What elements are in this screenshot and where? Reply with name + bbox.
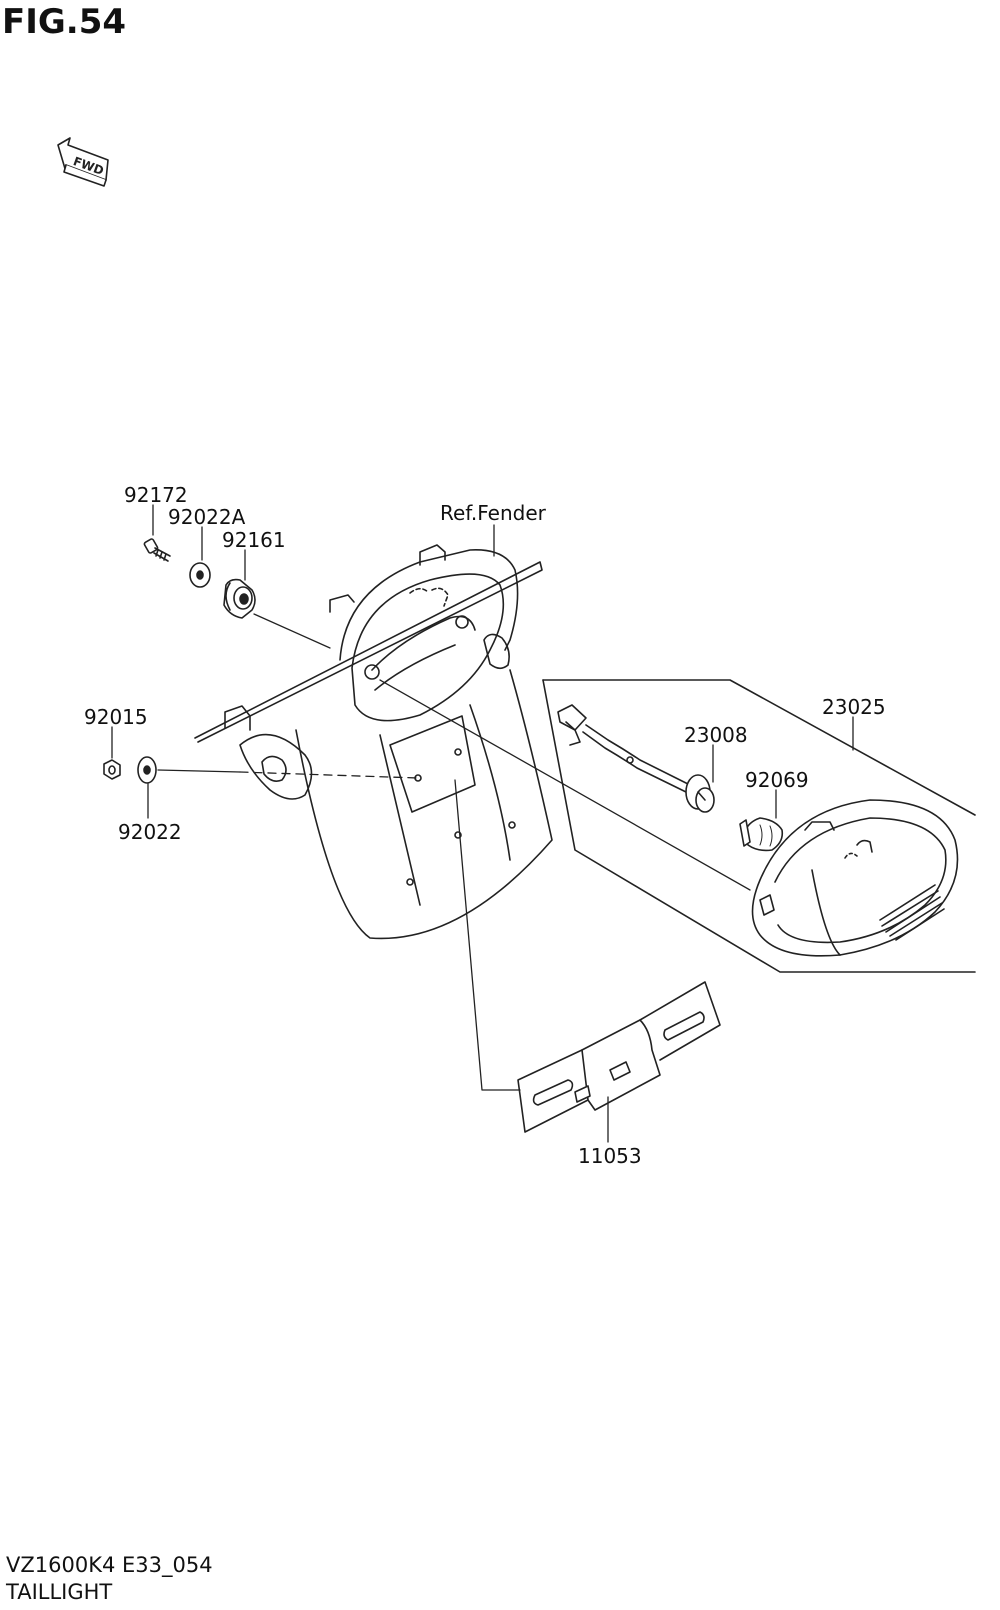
fwd-arrow-icon: FWD xyxy=(57,137,109,187)
part-92022-washer xyxy=(137,756,157,784)
part-92022a-washer xyxy=(189,562,211,588)
part-92015-nut xyxy=(103,759,121,780)
callout-92022: 92022 xyxy=(118,820,182,844)
callout-92172: 92172 xyxy=(124,483,188,507)
part-92161-grommet xyxy=(223,578,256,619)
part-92172-bolt xyxy=(143,538,171,562)
callout-92022a: 92022A xyxy=(168,505,246,529)
section-name: TAILLIGHT xyxy=(6,1580,113,1604)
figure-title: FIG.54 xyxy=(2,2,127,42)
leader-lines xyxy=(111,504,854,1143)
callout-92015: 92015 xyxy=(84,705,148,729)
part-11053-license-bracket xyxy=(517,981,721,1133)
callout-23025: 23025 xyxy=(822,695,886,719)
callout-92069: 92069 xyxy=(745,768,809,792)
callout-11053: 11053 xyxy=(578,1144,642,1168)
rear-fender xyxy=(194,544,553,940)
taillight-assembly xyxy=(542,679,976,973)
callout-23008: 23008 xyxy=(684,723,748,747)
model-code: VZ1600K4 E33_054 xyxy=(6,1553,213,1577)
callout-92161: 92161 xyxy=(222,528,286,552)
callout-ref-fender: Ref.Fender xyxy=(440,501,547,525)
